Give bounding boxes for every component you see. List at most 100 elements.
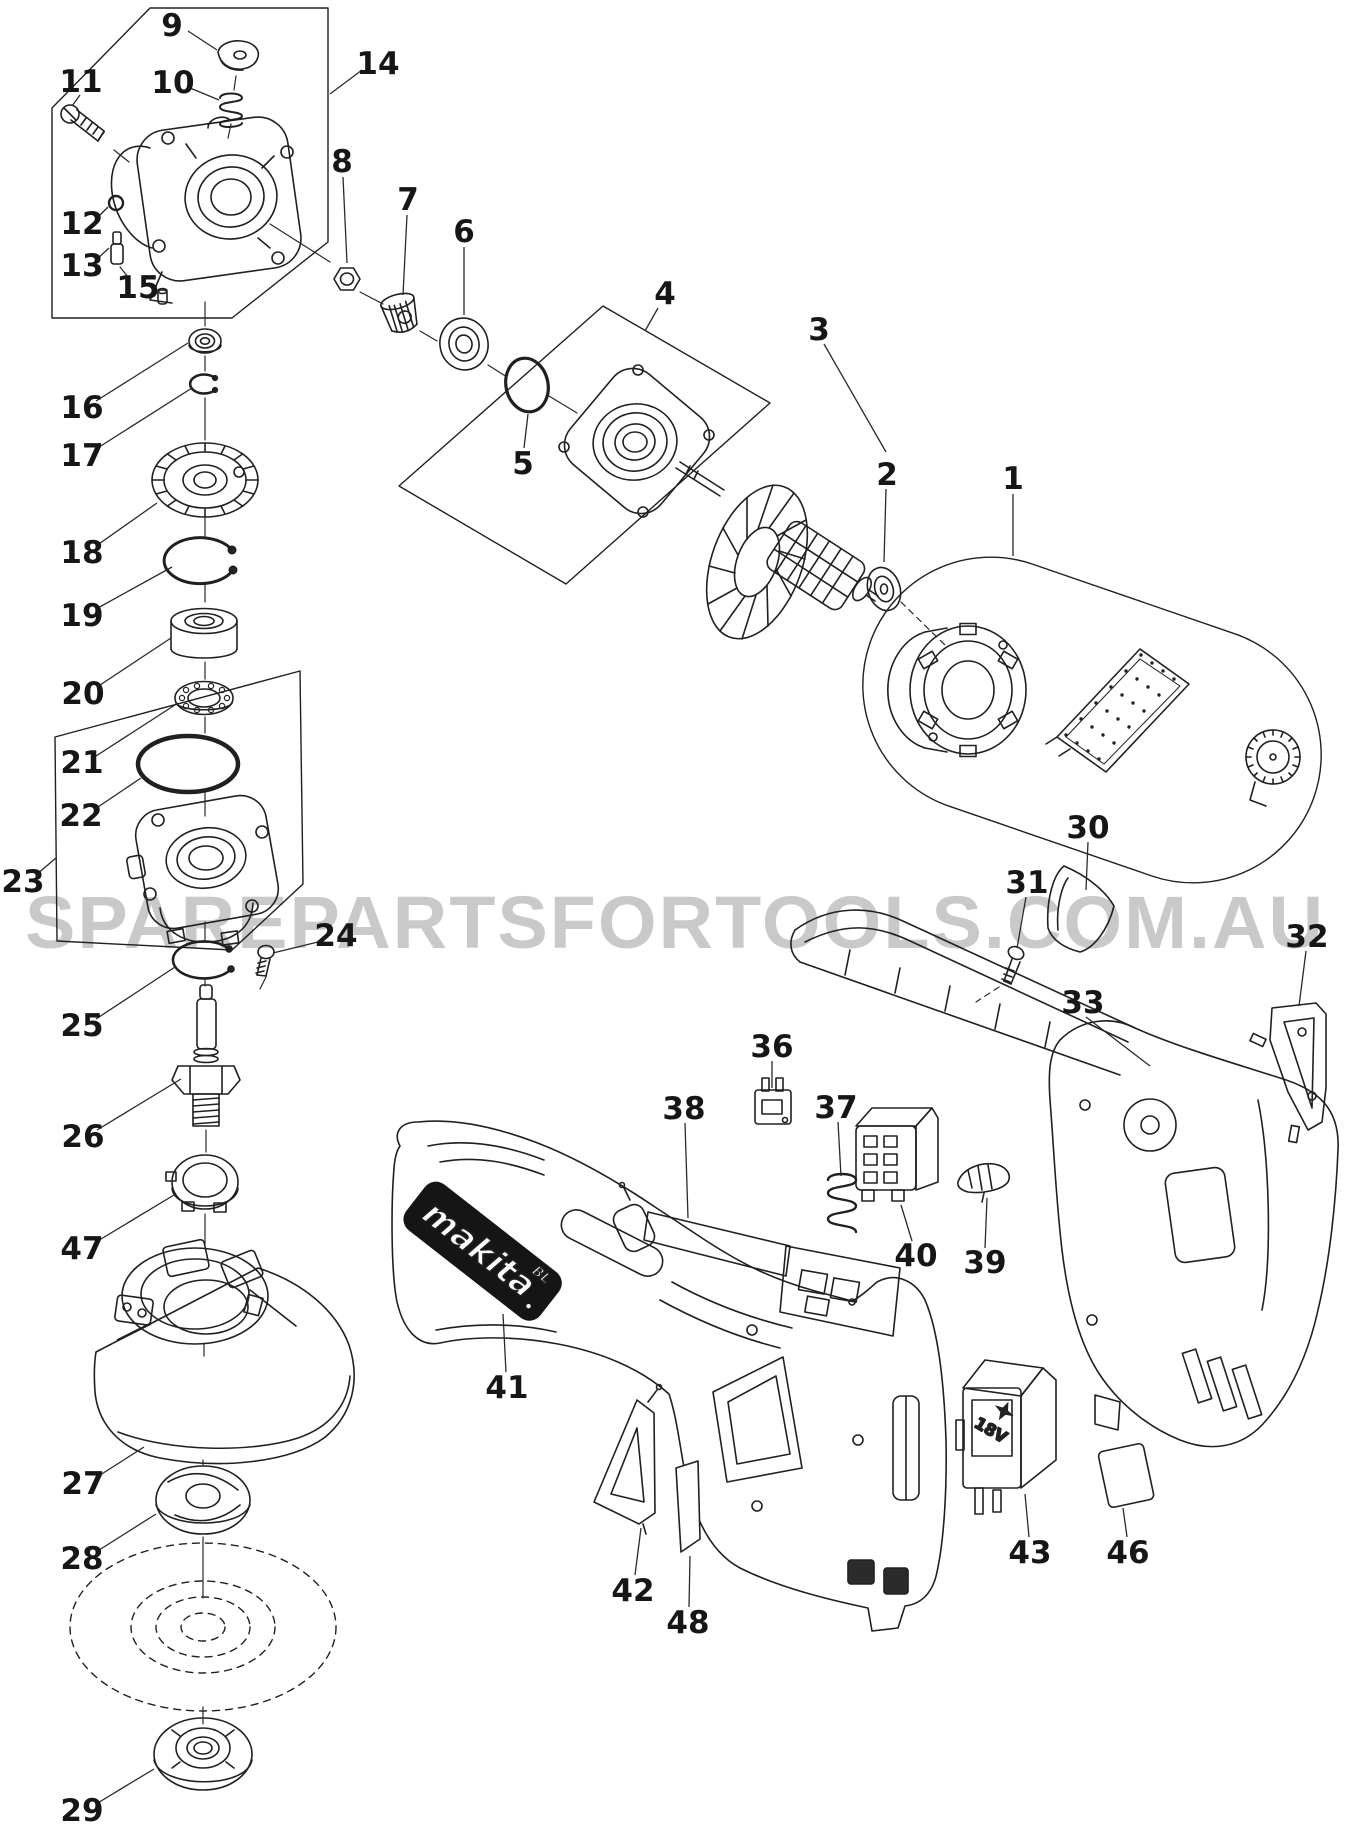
leader-line-28 (95, 1513, 157, 1553)
part-label-4: 4 (644, 276, 676, 332)
part-number-47: 47 (60, 1231, 103, 1267)
leader-line-33 (1085, 1016, 1151, 1067)
part-number-9: 9 (161, 8, 183, 44)
part-number-38: 38 (662, 1091, 705, 1127)
watermark-text: SPAREPARTSFORTOOLS.COM.AU (25, 881, 1325, 964)
leader-line-19 (95, 566, 173, 610)
voltage-marking: 18V (971, 1413, 1011, 1447)
part-bolt-11 (60, 104, 105, 142)
part-main-housing-41: makita BL (391, 1120, 947, 1632)
group-box-23 (54, 670, 304, 951)
part-label-28: 28 (60, 1513, 157, 1577)
part-number-11: 11 (59, 64, 102, 100)
part-o-ring-12 (107, 194, 125, 212)
part-label-11: 11 (59, 64, 103, 107)
part-number-31: 31 (1005, 865, 1048, 901)
leader-line-48 (688, 1555, 691, 1608)
leader-line-25 (95, 966, 176, 1020)
part-label-37: 37 (814, 1090, 858, 1177)
leader-line-13 (95, 247, 110, 261)
leader-line-21 (95, 702, 179, 757)
part-label-39: 39 (963, 1197, 1007, 1281)
leader-line-18 (95, 502, 158, 547)
part-wheel-guard-27 (93, 1267, 355, 1465)
leader-line-5 (523, 413, 529, 449)
part-label-48: 48 (666, 1555, 710, 1641)
part-number-12: 12 (60, 206, 103, 242)
part-label-2: 2 (876, 457, 898, 563)
leader-line-39 (984, 1197, 988, 1249)
part-label-46: 46 (1106, 1507, 1150, 1571)
part-lock-nut-29 (153, 1717, 253, 1791)
group-box-4 (398, 305, 771, 585)
part-bearing-16 (188, 328, 222, 354)
part-label-23: 23 (1, 857, 57, 900)
part-label-27: 27 (61, 1446, 145, 1502)
part-label-21: 21 (60, 702, 179, 781)
part-label-7: 7 (397, 182, 419, 296)
part-label-16: 16 (60, 342, 189, 426)
part-bracket-32 (1249, 1002, 1327, 1144)
part-number-27: 27 (61, 1466, 104, 1502)
leader-line-23 (35, 857, 57, 876)
part-slide-bar-38 (612, 1181, 901, 1337)
part-label-42: 42 (611, 1527, 655, 1609)
leader-line-29 (95, 1768, 155, 1805)
part-number-15: 15 (116, 270, 159, 306)
star-icon (994, 1401, 1014, 1421)
leader-line-14 (329, 69, 363, 95)
part-bevel-gear-18 (151, 442, 259, 518)
part-dust-cover-30 (1046, 865, 1115, 953)
leader-line-38 (684, 1122, 689, 1219)
part-label-40: 40 (894, 1204, 938, 1274)
part-label-47: 47 (60, 1194, 175, 1267)
part-number-6: 6 (453, 214, 475, 250)
leader-line-20 (96, 637, 172, 688)
leader-line-42 (634, 1527, 642, 1576)
leader-line-10 (189, 87, 220, 101)
leader-line-37 (837, 1121, 842, 1177)
part-number-26: 26 (61, 1119, 104, 1155)
part-number-3: 3 (808, 312, 830, 348)
part-o-ring-5 (504, 356, 550, 414)
part-number-21: 21 (60, 745, 103, 781)
leader-line-47 (95, 1194, 175, 1243)
part-terminal-block-43: 18V (955, 1359, 1057, 1515)
part-label-14: 14 (329, 46, 400, 95)
part-number-25: 25 (60, 1008, 103, 1044)
group-stadium-1 (862, 556, 1322, 884)
part-number-43: 43 (1008, 1535, 1051, 1571)
part-number-19: 19 (60, 598, 103, 634)
part-cap-9 (217, 40, 260, 71)
leader-line-40 (900, 1204, 913, 1242)
leader-line-8 (342, 176, 348, 264)
part-pinion-7 (380, 292, 418, 333)
part-bearing-box (126, 794, 280, 946)
part-number-labels: 1234567891011121314151617181920212223242… (1, 8, 1328, 1826)
part-label-13: 13 (60, 247, 110, 284)
leader-line-30 (1085, 841, 1089, 891)
part-spring-37 (826, 1172, 858, 1234)
part-label-22: 22 (59, 777, 142, 834)
part-number-36: 36 (750, 1029, 793, 1065)
part-gear-housing (110, 116, 302, 304)
part-needle-washer-21 (174, 680, 234, 716)
part-snap-ring-19 (162, 536, 238, 586)
part-bearing-plate-4 (558, 364, 715, 518)
part-label-32: 32 (1285, 919, 1329, 1007)
part-number-2: 2 (876, 457, 898, 493)
part-label-8: 8 (331, 144, 353, 264)
part-number-16: 16 (60, 390, 103, 426)
part-spindle-26 (171, 984, 241, 1127)
part-number-46: 46 (1106, 1535, 1149, 1571)
part-number-48: 48 (666, 1605, 709, 1641)
leader-line-27 (96, 1446, 145, 1478)
part-label-strip-48 (675, 1460, 701, 1553)
part-pin-13 (110, 231, 124, 265)
part-label-29: 29 (60, 1768, 155, 1826)
part-number-8: 8 (331, 144, 353, 180)
part-number-7: 7 (397, 182, 419, 218)
leader-line-16 (95, 342, 189, 402)
part-bearing-6 (439, 317, 489, 371)
leader-line-46 (1122, 1507, 1128, 1538)
